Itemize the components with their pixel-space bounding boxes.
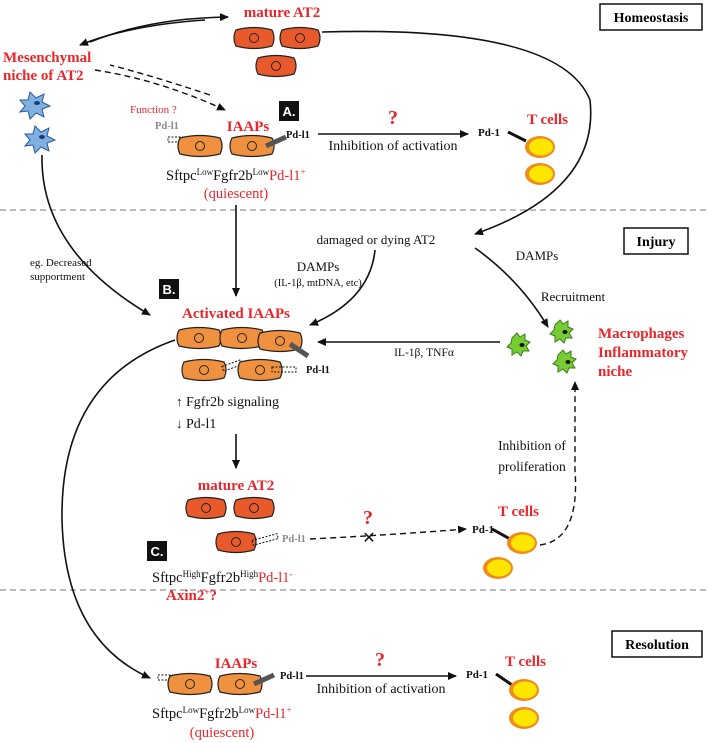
- dashed-arrow-tcells-to-macrophages: [539, 381, 579, 546]
- damps-left-label: DAMPs: [297, 259, 340, 274]
- mesenchymal-cells: [18, 91, 57, 154]
- damaged-at2-label: damaged or dying AT2: [317, 232, 436, 247]
- phase-box-homeostasis: Homeostasis: [599, 3, 703, 31]
- t-cells-label-bottom: T cells: [505, 654, 546, 670]
- iaaps-bottom-cells: [157, 672, 276, 696]
- arrow-damps-to-macrophages: [474, 247, 549, 328]
- phase-label-homeostasis: Homeostasis: [614, 11, 689, 26]
- down-arrow-glyph: ↓: [176, 416, 183, 431]
- dashed-arrow-pdl1-to-tcells: [309, 525, 467, 540]
- arrow-at2-to-damaged: [321, 30, 592, 236]
- activated-iaaps-label: Activated IAAPs: [182, 306, 290, 322]
- macrophage-cells: [506, 319, 577, 374]
- macrophages-label: Macrophages: [598, 326, 685, 342]
- damps-detail-label: (IL-1β, mtDNA, etc): [274, 278, 362, 289]
- marker-c: C.: [147, 541, 167, 561]
- marker-a-label: A.: [283, 104, 296, 119]
- t-cells-mid: [483, 527, 537, 579]
- mature-at2-mid-cells: [185, 496, 279, 554]
- t-cells-top: [507, 130, 555, 185]
- arrow-activated-to-resolution: [61, 339, 176, 679]
- phase-label-resolution: Resolution: [625, 638, 689, 653]
- question-mark-top: ?: [388, 107, 398, 129]
- axin2-label: Axin2+?: [166, 587, 217, 604]
- marker-b-label: B.: [163, 282, 176, 297]
- arrow-mesenchymal-to-activated: [41, 154, 151, 316]
- inflammatory-label: Inflammatory: [598, 345, 688, 361]
- activated-iaaps-cells: [176, 326, 310, 382]
- marker-a: A.: [279, 101, 299, 121]
- blocked-x-mark: ✕: [362, 530, 375, 547]
- arrow-mesenchymal-to-at2: [89, 13, 229, 43]
- pd1-label-top: Pd-1: [478, 127, 500, 139]
- pdl1-black-label-bottom: Pd-l1: [280, 671, 304, 682]
- marker-c-label: C.: [151, 544, 164, 559]
- mesenchymal-label-line2: niche of AT2: [3, 68, 84, 84]
- pdl1-grey-label-top: Pd-l1: [155, 121, 179, 132]
- niche-label: niche: [598, 364, 633, 380]
- damps-right-label: DAMPs: [516, 248, 559, 263]
- eg-decreased-line1: eg. Decreased: [30, 257, 92, 269]
- t-cells-bottom: [495, 672, 539, 729]
- marker-b: B.: [159, 279, 179, 299]
- mesenchymal-label-line1: Mesenchymal: [3, 50, 91, 66]
- dashed-arrow-niche-to-iaaps: [94, 69, 226, 111]
- question-mark-mid: ?: [363, 507, 373, 529]
- mature-at2-genotype: SftpcHighFgfr2bHighPd-l1-: [152, 569, 293, 586]
- il1b-tnfa-label: IL-1β, TNFα: [394, 347, 454, 359]
- arrow-at2-to-mesenchymal: [79, 19, 206, 46]
- recruitment-label: Recruitment: [541, 289, 606, 304]
- quiescent-label-top: (quiescent): [204, 186, 269, 202]
- quiescent-label-bottom: (quiescent): [190, 725, 255, 741]
- phase-box-resolution: Resolution: [611, 630, 703, 658]
- inhibition-activation-top-label: Inhibition of activation: [328, 139, 457, 154]
- iaaps-top-cells: [167, 134, 288, 158]
- svg-text:Axin2+?: Axin2+?: [166, 587, 217, 604]
- svg-text:SftpcLowFgfr2bLowPd-l1+: SftpcLowFgfr2bLowPd-l1+: [152, 705, 292, 722]
- iaaps-top-label: IAAPs: [227, 119, 270, 135]
- pd1-label-bottom: Pd-1: [466, 669, 488, 681]
- svg-text:SftpcHighFgfr2bHighPd-l1-: SftpcHighFgfr2bHighPd-l1-: [152, 569, 293, 586]
- mature-at2-mid-label: mature AT2: [198, 478, 275, 494]
- inhibition-activation-bottom-label: Inhibition of activation: [316, 682, 445, 697]
- mature-at2-top-label: mature AT2: [244, 5, 321, 21]
- phase-label-injury: Injury: [637, 235, 676, 250]
- fgfr2b-signaling-label: Fgfr2b signaling: [186, 395, 279, 410]
- dashed-arrow-iaaps-to-niche: [109, 64, 211, 96]
- iaaps-bottom-label: IAAPs: [215, 656, 258, 672]
- function-question-label: Function ?: [130, 104, 177, 116]
- mature-at2-top-cells: [233, 26, 321, 78]
- pdl1-down-label: Pd-l1: [186, 417, 216, 432]
- pdl1-grey-label-mid: Pd-l1: [282, 534, 306, 545]
- arrow-damps-to-activated: [309, 249, 376, 326]
- pdl1-black-label-activated: Pd-l1: [306, 365, 330, 376]
- question-mark-bottom: ?: [375, 649, 385, 671]
- up-arrow-glyph: ↑: [176, 394, 183, 409]
- t-cells-label-top: T cells: [527, 112, 568, 128]
- inhibition-proliferation-line1: Inhibition of: [498, 438, 566, 453]
- pdl1-black-label-top: Pd-l1: [286, 130, 310, 141]
- iaaps-bottom-genotype: SftpcLowFgfr2bLowPd-l1+: [152, 705, 292, 722]
- pd1-label-mid: Pd-1: [472, 524, 494, 536]
- phase-box-injury: Injury: [623, 227, 689, 255]
- inhibition-proliferation-line2: proliferation: [498, 459, 566, 474]
- svg-text:SftpcLowFgfr2bLowPd-l1+: SftpcLowFgfr2bLowPd-l1+: [166, 167, 306, 184]
- t-cells-label-mid: T cells: [498, 504, 539, 520]
- iaaps-top-genotype: SftpcLowFgfr2bLowPd-l1+: [166, 167, 306, 184]
- eg-decreased-line2: supportment: [30, 271, 85, 283]
